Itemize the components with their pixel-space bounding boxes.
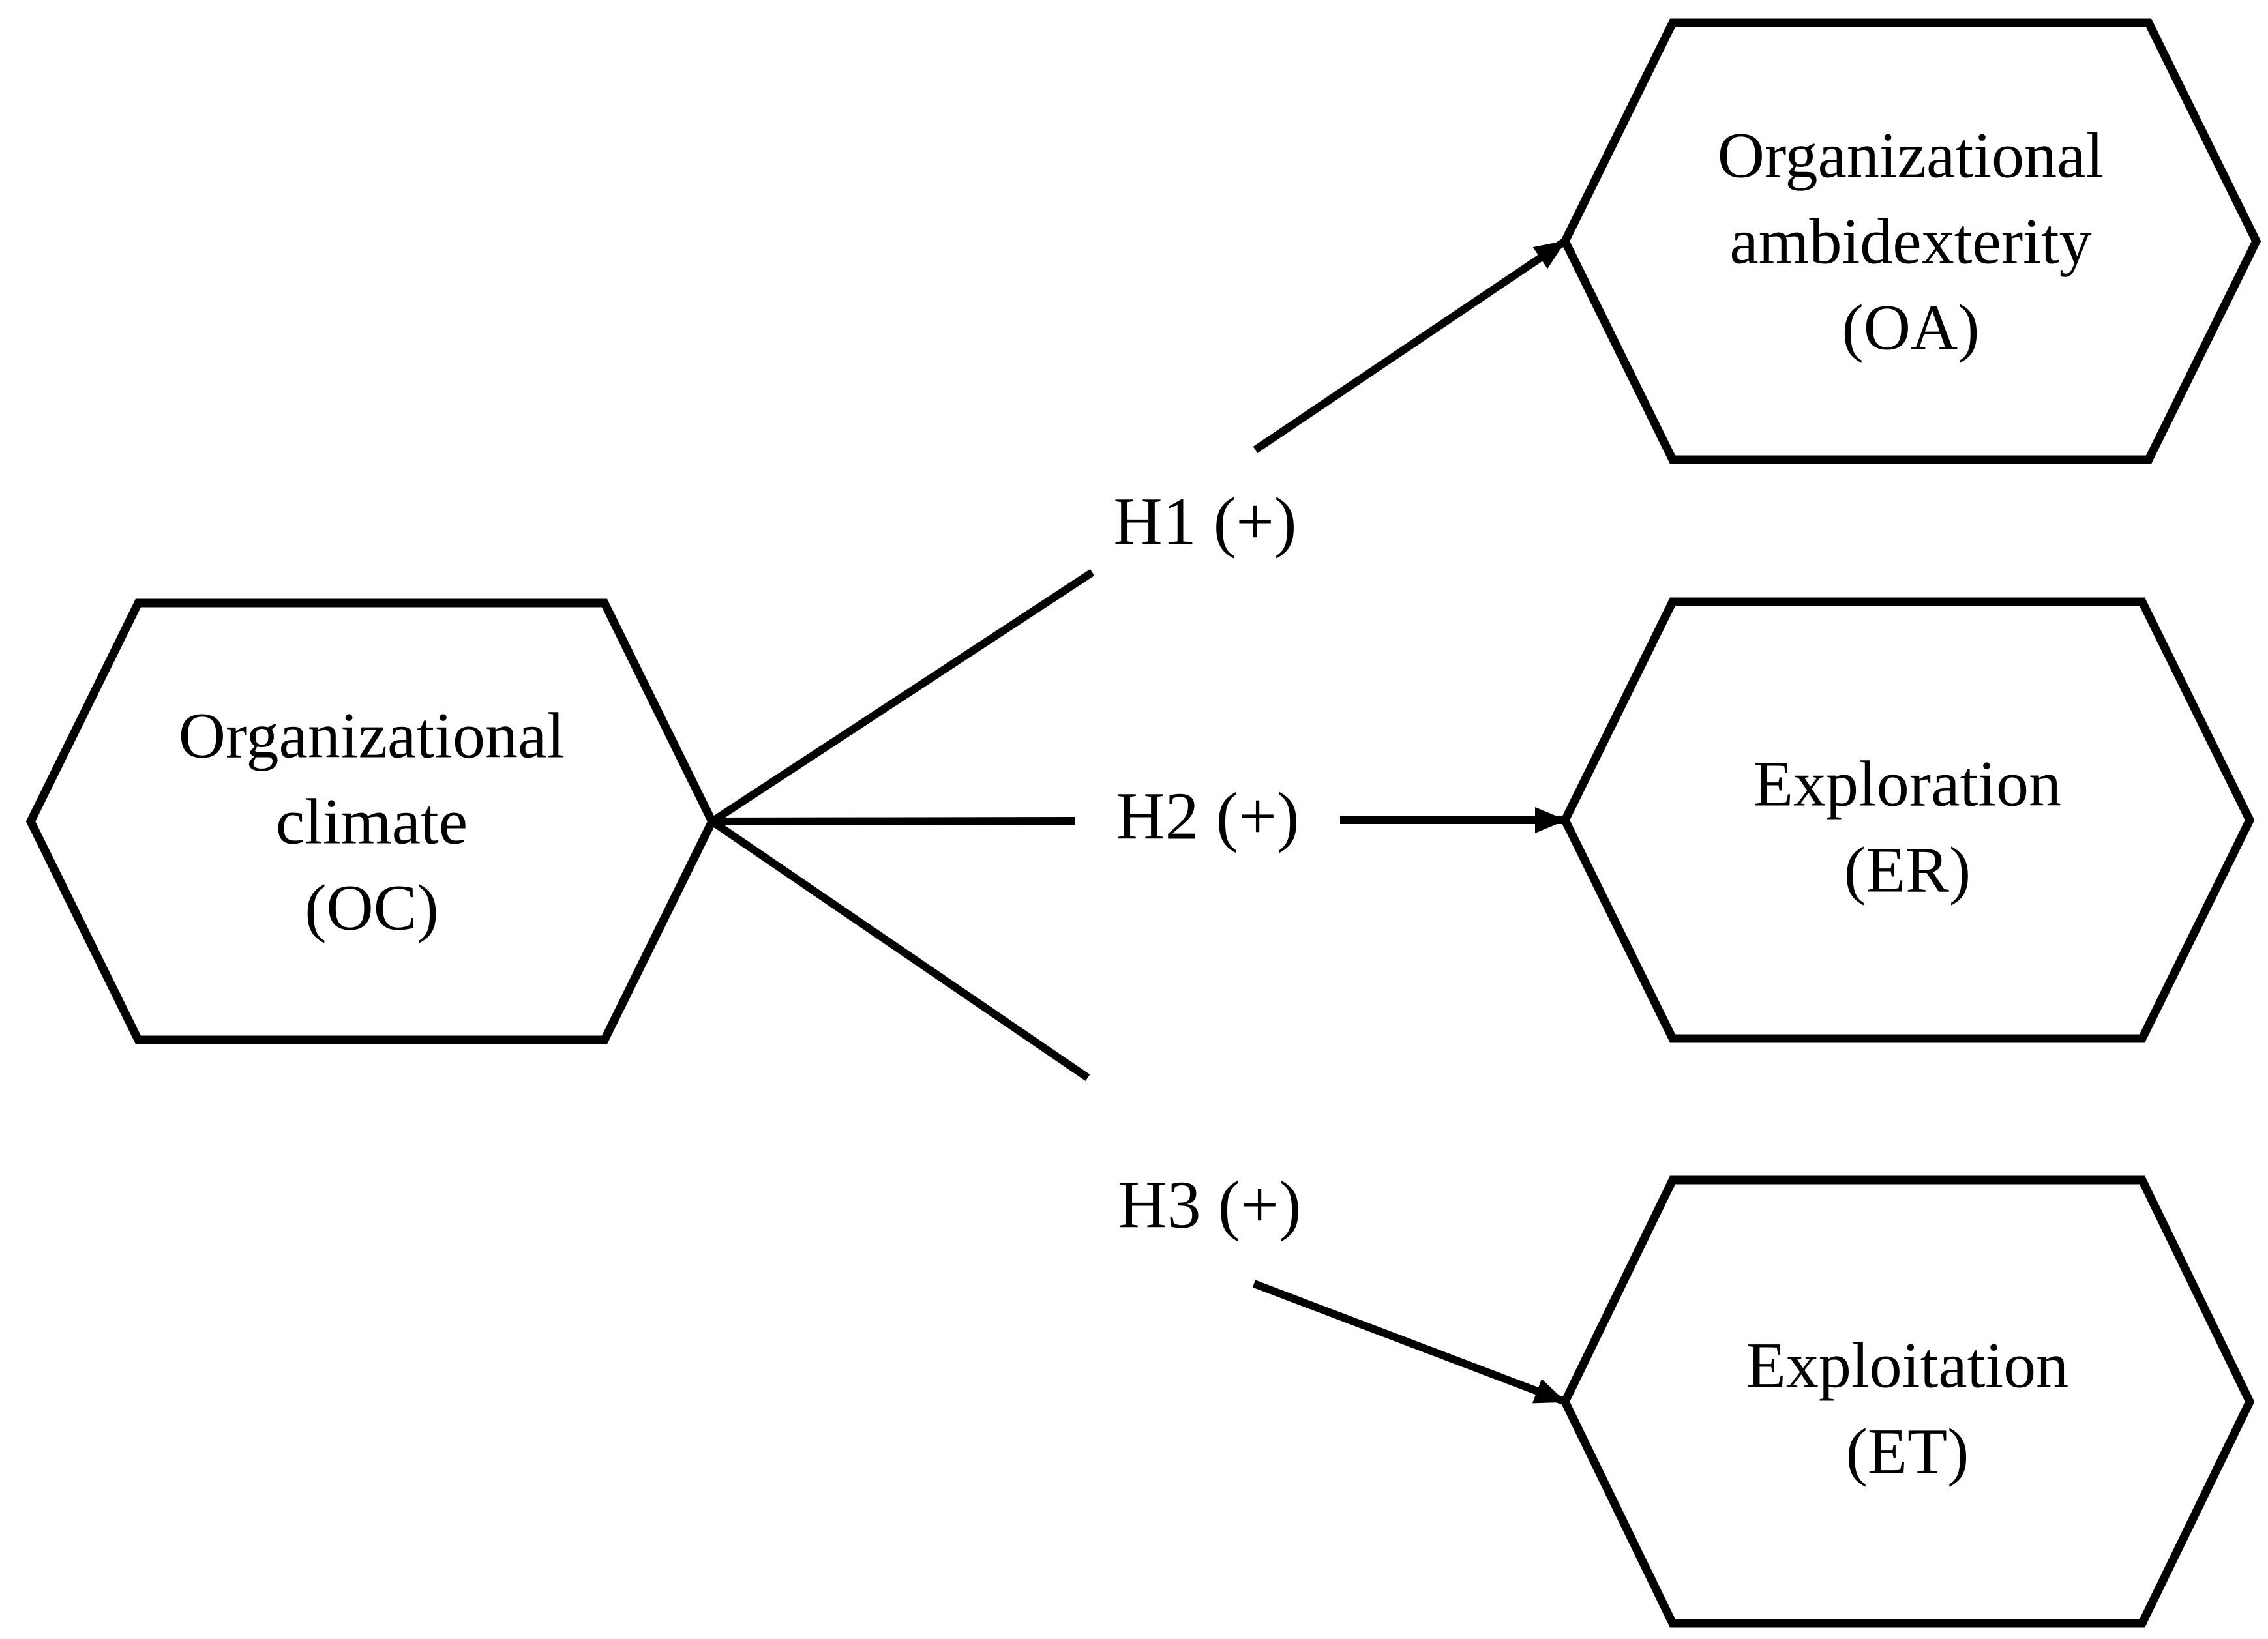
node-et-hexagon xyxy=(1560,1175,2255,1628)
node-er-label-line-2: (ER) xyxy=(1844,834,1971,906)
node-oc-label-line-2: climate xyxy=(276,786,468,858)
node-et-label-line-2: (ET) xyxy=(1846,1415,1969,1488)
edge-h1-segment-start xyxy=(709,568,1095,825)
node-oc-label-line-1: Organizational xyxy=(179,700,565,772)
edge-h1-arrow xyxy=(1253,238,1568,453)
node-oa-label-line-2: ambidexterity xyxy=(1729,205,2091,278)
edge-h2-label: H2 (+) xyxy=(1116,779,1299,854)
node-er-hexagon xyxy=(1560,597,2255,1043)
node-oc-label-line-3: (OC) xyxy=(305,872,439,944)
edge-h3-arrow xyxy=(1252,1280,1567,1406)
node-oa-label-line-3: (OA) xyxy=(1842,291,1979,364)
node-er-label-line-1: Exploration xyxy=(1753,748,2061,820)
edge-h3-segment-start xyxy=(709,818,1090,1081)
node-oc-hexagon xyxy=(25,598,717,1044)
edge-h1-label: H1 (+) xyxy=(1113,484,1296,559)
node-oa-label-line-1: Organizational xyxy=(1718,119,2104,192)
edge-h3-label: H3 (+) xyxy=(1118,1168,1301,1243)
node-et-label-line-1: Exploitation xyxy=(1746,1329,2068,1402)
